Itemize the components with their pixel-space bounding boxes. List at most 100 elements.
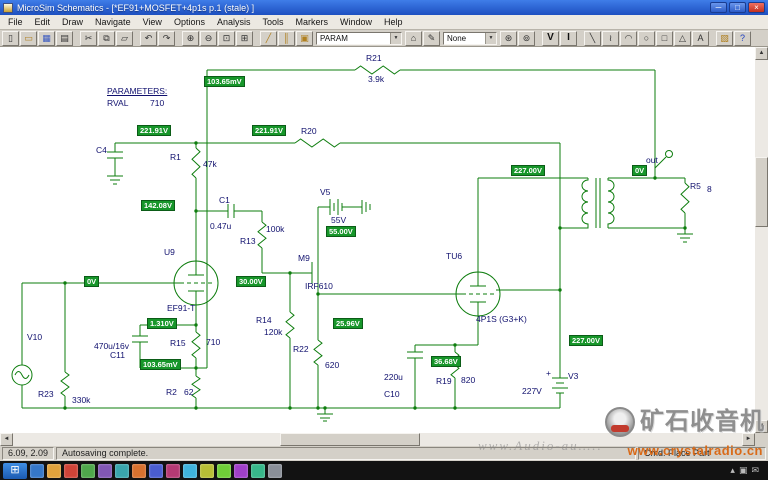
copy-button[interactable]: ⧉: [98, 31, 115, 46]
schematic-canvas[interactable]: 103.65mV221.91V221.91V142.08V0V30.00V1.3…: [0, 47, 755, 433]
menu-item-navigate[interactable]: Navigate: [89, 16, 137, 28]
zoom-in-button[interactable]: ⊕: [182, 31, 199, 46]
bias-voltage-label[interactable]: 221.91V: [137, 125, 171, 136]
source-V10[interactable]: [12, 365, 32, 385]
scroll-right-arrow[interactable]: ►: [742, 433, 755, 446]
taskbar-app-12-icon[interactable]: [217, 464, 231, 478]
current-marker-button[interactable]: ⊚: [518, 31, 535, 46]
part-label[interactable]: 47k: [203, 159, 217, 169]
part-label[interactable]: 227V: [522, 386, 542, 396]
part-label[interactable]: R13: [240, 236, 256, 246]
taskbar-app-3-icon[interactable]: [64, 464, 78, 478]
part-label[interactable]: 220u: [384, 372, 403, 382]
part-label[interactable]: R14: [256, 315, 272, 325]
insert-picture-button[interactable]: ▧: [716, 31, 733, 46]
taskbar-app-1-icon[interactable]: [30, 464, 44, 478]
tray-network-icon[interactable]: ▣: [739, 465, 748, 476]
part-label[interactable]: 4P1S (G3+K): [476, 314, 527, 324]
part-label[interactable]: 120k: [264, 327, 282, 337]
part-label[interactable]: 3.9k: [368, 74, 384, 84]
edit-attributes-button[interactable]: ✎: [423, 31, 440, 46]
draw-arc-button[interactable]: ◠: [620, 31, 637, 46]
save-button[interactable]: ▦: [38, 31, 55, 46]
transformer[interactable]: [560, 178, 614, 228]
draw-bus-button[interactable]: ║: [278, 31, 295, 46]
minimize-button[interactable]: ─: [710, 2, 727, 13]
part-label[interactable]: M9: [298, 253, 310, 263]
marker-combo-value[interactable]: None: [444, 34, 485, 43]
draw-line-button[interactable]: ╲: [584, 31, 601, 46]
part-label[interactable]: V10: [27, 332, 42, 342]
taskbar-app-9-icon[interactable]: [166, 464, 180, 478]
bias-voltage-label[interactable]: 30.00V: [236, 276, 266, 287]
part-label[interactable]: 55V: [331, 215, 346, 225]
part-name-combo-dropdown-arrow-icon[interactable]: ▼: [390, 33, 401, 44]
menu-item-analysis[interactable]: Analysis: [211, 16, 257, 28]
draw-circle-button[interactable]: ○: [638, 31, 655, 46]
part-label[interactable]: RVAL: [107, 98, 128, 108]
bias-voltage-label[interactable]: 0V: [84, 276, 99, 287]
part-label[interactable]: U9: [164, 247, 175, 257]
part-label[interactable]: +: [546, 368, 551, 378]
part-name-combo[interactable]: PARAM▼: [316, 32, 402, 45]
part-label[interactable]: 100k: [266, 224, 284, 234]
capacitor-C1[interactable]: [228, 204, 234, 218]
redo-button[interactable]: ↷: [158, 31, 175, 46]
part-label[interactable]: R1: [170, 152, 181, 162]
part-label[interactable]: R21: [366, 53, 382, 63]
part-label[interactable]: C1: [219, 195, 230, 205]
marker-combo[interactable]: None▼: [443, 32, 497, 45]
voltage-marker-button[interactable]: ⊛: [500, 31, 517, 46]
capacitor-C10[interactable]: [407, 345, 423, 358]
part-label[interactable]: out: [646, 155, 658, 165]
taskbar-app-14-icon[interactable]: [251, 464, 265, 478]
paste-button[interactable]: ▱: [116, 31, 133, 46]
draw-polygon-button[interactable]: △: [674, 31, 691, 46]
resistor-R20[interactable]: [295, 139, 340, 147]
bias-voltage-label[interactable]: 0V: [632, 165, 647, 176]
resistor-R15[interactable]: [192, 332, 200, 358]
draw-text-button[interactable]: A: [692, 31, 709, 46]
taskbar-app-7-icon[interactable]: [132, 464, 146, 478]
part-label[interactable]: R19: [436, 376, 452, 386]
part-label[interactable]: EF91-T: [167, 303, 195, 313]
bias-voltage-label[interactable]: 227.00V: [569, 335, 603, 346]
print-button[interactable]: ▤: [56, 31, 73, 46]
taskbar-app-8-icon[interactable]: [149, 464, 163, 478]
taskbar-app-5-icon[interactable]: [98, 464, 112, 478]
menu-item-window[interactable]: Window: [334, 16, 378, 28]
part-name-combo-value[interactable]: PARAM: [317, 34, 390, 43]
vertical-scroll-thumb[interactable]: [755, 157, 768, 227]
part-label[interactable]: IRF610: [305, 281, 333, 291]
horizontal-scrollbar[interactable]: ◄ ►: [0, 433, 755, 446]
resistor-R1[interactable]: [192, 148, 200, 178]
source-V3[interactable]: [552, 370, 568, 408]
part-label[interactable]: 710: [150, 98, 164, 108]
part-label[interactable]: C11: [110, 350, 125, 360]
bias-voltage-label[interactable]: 142.08V: [141, 200, 175, 211]
part-label[interactable]: C4: [96, 145, 107, 155]
get-new-part-button[interactable]: ⌂: [405, 31, 422, 46]
bias-voltage-label[interactable]: 25.96V: [333, 318, 363, 329]
start-button[interactable]: ⊞: [3, 463, 27, 479]
part-label[interactable]: R20: [301, 126, 317, 136]
part-label[interactable]: R5: [690, 181, 701, 191]
draw-block-button[interactable]: ▣: [296, 31, 313, 46]
scroll-up-arrow[interactable]: ▲: [755, 47, 768, 60]
taskbar-app-6-icon[interactable]: [115, 464, 129, 478]
scroll-down-arrow[interactable]: ▼: [755, 420, 768, 433]
menu-item-draw[interactable]: Draw: [56, 16, 89, 28]
menu-item-options[interactable]: Options: [168, 16, 211, 28]
part-label[interactable]: 62: [184, 387, 193, 397]
maximize-button[interactable]: □: [729, 2, 746, 13]
ground-symbols[interactable]: [107, 176, 693, 421]
part-label[interactable]: R15: [170, 338, 186, 348]
menu-item-edit[interactable]: Edit: [29, 16, 57, 28]
bias-voltage-label[interactable]: 103.65mV: [204, 76, 245, 87]
open-button[interactable]: ▭: [20, 31, 37, 46]
bias-voltage-label[interactable]: 221.91V: [252, 125, 286, 136]
bias-current-toggle-button[interactable]: I: [560, 31, 577, 46]
undo-button[interactable]: ↶: [140, 31, 157, 46]
part-label[interactable]: TU6: [446, 251, 462, 261]
bias-voltage-toggle-button[interactable]: V: [542, 31, 559, 46]
